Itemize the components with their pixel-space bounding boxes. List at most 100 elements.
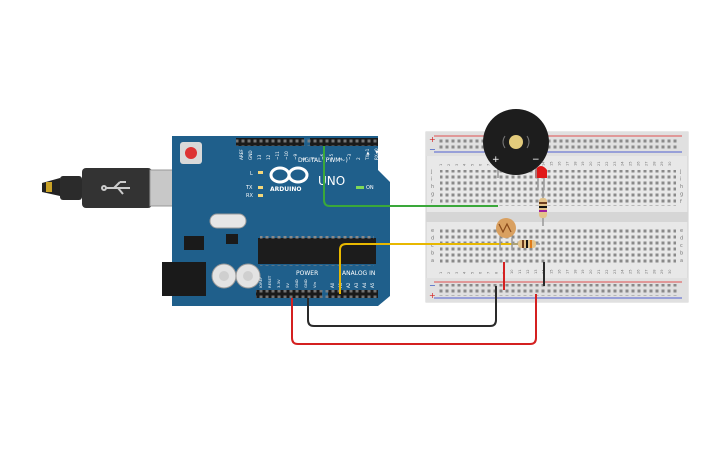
brand-label: ARDUINO (270, 186, 301, 193)
row-letter: a (431, 258, 434, 264)
column-number: 5 (471, 164, 475, 166)
column-number: 3 (455, 272, 459, 274)
column-number: 1 (439, 272, 443, 274)
led-red[interactable] (535, 166, 547, 190)
column-number: 19 (581, 269, 585, 274)
digital-pin-label: ~10 (284, 151, 289, 160)
column-number: 21 (597, 269, 601, 274)
row-letter: h (680, 184, 683, 190)
power-pin-label: Vin (312, 281, 317, 288)
buzzer-plus-label: + (492, 155, 500, 165)
column-number: 25 (629, 161, 633, 166)
analog-pin-label: A0 (330, 282, 335, 288)
column-number: 5 (471, 272, 475, 274)
row-letter: d (431, 236, 434, 242)
column-number: 6 (479, 163, 483, 166)
digital-pin-label: ~3 (347, 153, 352, 160)
column-number: 23 (613, 161, 617, 166)
column-number: 30 (668, 269, 672, 274)
digital-pin-label: 7 (311, 157, 316, 160)
rail-plus-label: + (429, 135, 436, 144)
column-number: 11 (518, 269, 522, 274)
column-number: 28 (652, 269, 656, 274)
column-number: 27 (644, 161, 648, 166)
wire-black[interactable] (307, 286, 497, 327)
row-letter: f (680, 199, 682, 205)
column-number: 4 (463, 163, 467, 166)
resistor-horizontal[interactable] (512, 240, 540, 248)
digital-pin-label: ~5 (329, 153, 334, 160)
row-letter: d (680, 236, 683, 242)
column-number: 8 (494, 271, 498, 274)
row-letter: e (431, 228, 434, 234)
piezo-buzzer[interactable]: + − (483, 109, 549, 178)
breadboard[interactable]: + − − + 11223344556677889910101111121213… (425, 131, 689, 303)
row-letter: a (680, 258, 683, 264)
digital-pin-label: TX▶1 (365, 148, 370, 161)
column-number: 1 (439, 164, 443, 166)
wire-red[interactable] (291, 294, 537, 345)
l-label: L (250, 171, 253, 177)
atmega-chip (258, 238, 376, 264)
on-label: ON (366, 185, 374, 191)
tx-label: TX (245, 185, 253, 191)
analog-pin-label: A5 (370, 282, 375, 288)
wire-yellow[interactable] (339, 243, 536, 294)
row-letter: g (680, 192, 683, 198)
column-number: 18 (573, 269, 577, 274)
power-pin-label: GND (294, 279, 299, 288)
digital-pin-label: 4 (338, 157, 343, 160)
column-number: 19 (581, 161, 585, 166)
column-number: 22 (605, 161, 609, 166)
row-letter: h (431, 184, 434, 190)
wire-green[interactable] (323, 146, 498, 207)
column-number: 20 (589, 161, 593, 166)
column-number: 28 (652, 161, 656, 166)
analog-pin-label: A2 (346, 282, 351, 288)
row-letter: f (431, 199, 433, 205)
power-pin-label: RESET (267, 275, 272, 288)
resistor-vertical[interactable] (539, 190, 547, 226)
row-letter: j (430, 169, 432, 175)
column-number: 26 (637, 161, 641, 166)
power-pin-label: GND (303, 279, 308, 288)
column-number: 7 (486, 164, 490, 166)
column-number: 23 (613, 269, 617, 274)
digital-label: DIGITAL (PWM~) (298, 157, 348, 164)
digital-pin-label: 8 (302, 157, 307, 160)
column-number: 24 (621, 161, 625, 166)
digital-pin-label: GND (248, 150, 253, 160)
column-number: 27 (644, 269, 648, 274)
column-number: 3 (455, 164, 459, 166)
row-letter: c (680, 243, 683, 249)
column-number: 30 (668, 161, 672, 166)
power-pin-label: 5V (285, 283, 290, 288)
rx-label: RX (246, 193, 253, 199)
column-number: 10 (510, 269, 514, 274)
crystal-oscillator (209, 213, 247, 229)
row-letter: e (680, 228, 683, 234)
column-number: 22 (605, 269, 609, 274)
column-number: 7 (486, 272, 490, 274)
column-number: 13 (534, 269, 538, 274)
analog-pin-label: A3 (354, 282, 359, 288)
column-number: 2 (447, 164, 451, 166)
digital-pin-label: RX◀0 (374, 148, 379, 160)
column-number: 14 (542, 161, 546, 166)
buzzer-minus-label: − (532, 155, 540, 165)
usb-cable[interactable] (42, 168, 199, 208)
column-number: 24 (621, 269, 625, 274)
photoresistor[interactable] (496, 218, 516, 250)
row-letter: b (680, 251, 683, 257)
column-number: 15 (550, 161, 554, 166)
column-number: 16 (558, 161, 562, 166)
power-jack (162, 262, 206, 296)
row-letter: i (431, 177, 432, 183)
column-number: 17 (565, 161, 569, 166)
row-letter: g (431, 192, 434, 198)
model-label: UNO (318, 174, 345, 188)
